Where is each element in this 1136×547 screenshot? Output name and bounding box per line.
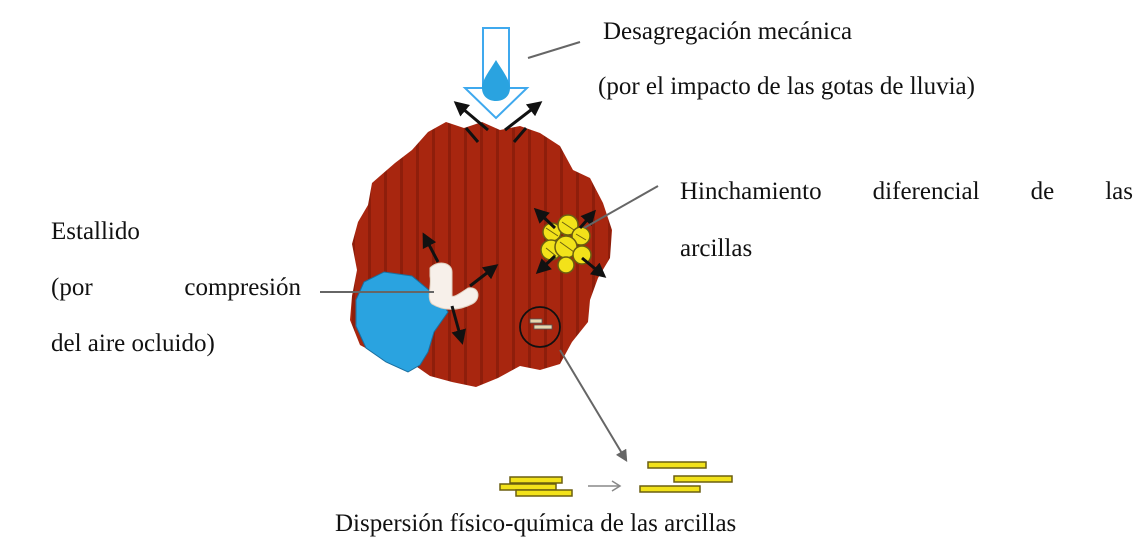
burst-line2: (por compresión: [51, 275, 301, 300]
raindrop-icon: [462, 27, 530, 120]
dispersion-arrow: [588, 480, 622, 492]
impact-arrow-icon: [453, 101, 543, 143]
swelling-word: las: [1105, 178, 1133, 205]
burst-line3: del aire ocluido): [51, 330, 215, 357]
swelling-title: Hinchamiento diferencial de las: [680, 179, 1133, 204]
leader-lines: [320, 41, 659, 463]
burst-word: compresión: [184, 274, 301, 301]
water-pore: [355, 271, 449, 373]
swelling-word: de: [1030, 178, 1055, 205]
burst-word: (por: [51, 274, 93, 301]
clay-cluster-icon: [533, 207, 607, 278]
clay-dispersion-circle: [519, 306, 561, 348]
swelling-word: Hinchamiento: [680, 178, 822, 205]
mechanical-subtitle: (por el impacto de las gotas de lluvia): [598, 73, 975, 100]
dispersion-caption: Dispersión físico-química de las arcilla…: [335, 510, 737, 537]
swelling-word: diferencial: [872, 178, 980, 205]
burst-arrows: [422, 232, 499, 345]
mechanical-title: Desagregación mecánica: [603, 18, 853, 45]
air-bubble: [428, 262, 479, 310]
burst-title: Estallido: [51, 218, 140, 245]
clay-platelet-icon: [499, 461, 733, 497]
swelling-line2: arcillas: [680, 235, 753, 262]
